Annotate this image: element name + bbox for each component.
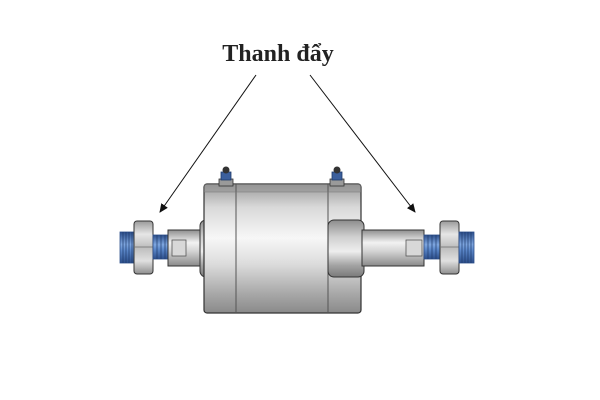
- right-rod-bushing: [327, 219, 365, 278]
- right-rod-assembly: [361, 220, 475, 275]
- callout-arrow-right: [309, 74, 416, 213]
- callout-label: Thanh đẩy: [222, 41, 334, 67]
- right-lock-nut: [439, 220, 460, 275]
- right-thread-inner: [423, 234, 441, 260]
- left-thread-end: [119, 231, 136, 264]
- cylinder-body: [203, 183, 362, 314]
- air-port-fitting-right: [329, 166, 345, 187]
- air-port-fitting-left: [218, 166, 234, 187]
- right-thread-end: [458, 231, 475, 264]
- left-thread-inner: [152, 234, 169, 260]
- left-lock-nut: [133, 220, 154, 275]
- callout-arrow-left: [159, 74, 257, 213]
